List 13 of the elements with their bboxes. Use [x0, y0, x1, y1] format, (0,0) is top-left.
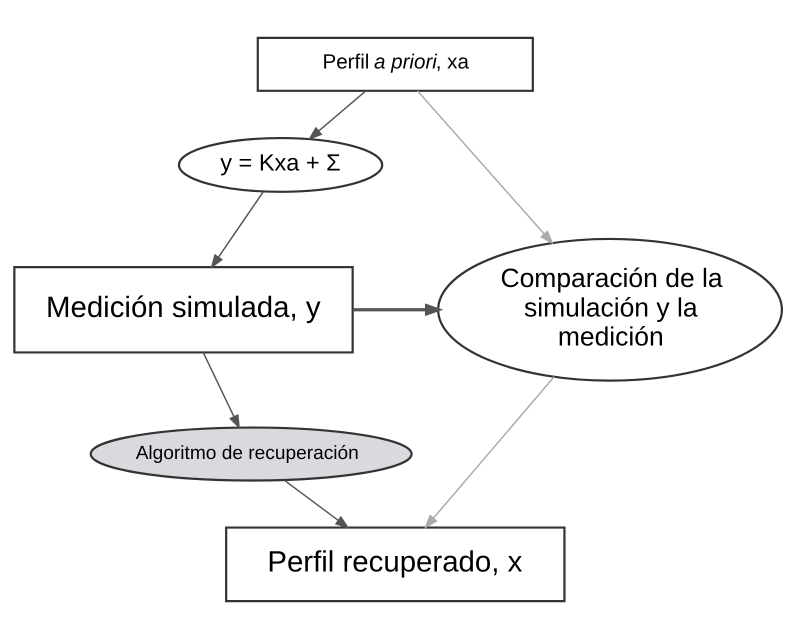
arrow: [353, 302, 444, 316]
node-ellipse: Algoritmo de recuperación: [90, 426, 413, 482]
node-box: Perfil recuperado, x: [225, 526, 566, 602]
arrow: [284, 479, 350, 528]
arrow: [308, 90, 366, 140]
node-box: Medición simulada, y: [13, 266, 354, 354]
node-box: Perfil a priori, xa: [256, 36, 534, 92]
node-ellipse: y = Kxa + Σ: [178, 136, 384, 192]
arrow: [210, 190, 264, 268]
arrow: [424, 376, 555, 528]
arrow: [416, 90, 554, 244]
node-ellipse: Comparación de la simulación y la medición: [437, 237, 783, 382]
arrow: [202, 352, 240, 429]
